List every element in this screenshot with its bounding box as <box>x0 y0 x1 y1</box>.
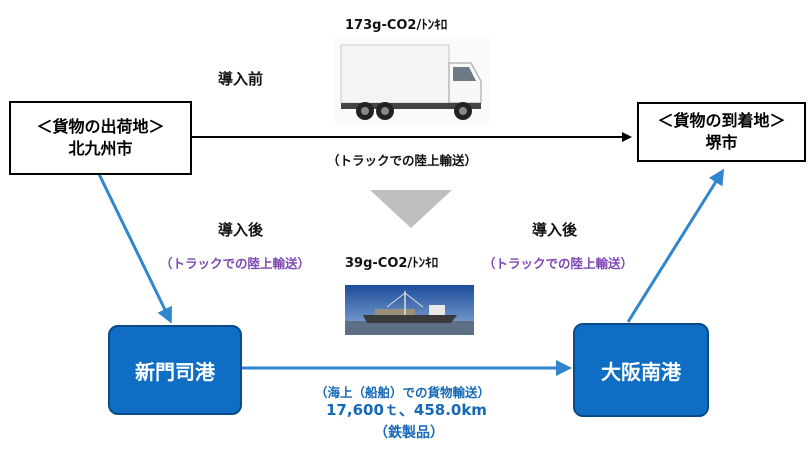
before-label: 導入前 <box>218 70 264 88</box>
origin-port-label: 新門司港 <box>135 359 215 384</box>
sea-mode: （海上（船舶）での貨物輸送） <box>315 385 491 400</box>
before-mode: （トラックでの陸上輸送） <box>327 153 478 168</box>
truck-to-port-arrow <box>97 173 172 324</box>
before-after-down-arrow <box>370 190 452 228</box>
origin-port-box: 新門司港 <box>108 325 242 415</box>
emission-after: 39g-CO2/ﾄﾝｷﾛ <box>345 256 439 271</box>
port-to-destination-arrow <box>626 168 725 323</box>
ship-image <box>345 285 474 335</box>
origin-city: 北九州市 <box>68 139 133 158</box>
sea-volume: 17,600ｔ、458.0km <box>326 401 487 419</box>
destination-port-label: 大阪南港 <box>601 359 681 384</box>
origin-title: ＜貨物の出荷地＞ <box>36 117 165 136</box>
after-mode-left: （トラックでの陸上輸送） <box>160 256 311 271</box>
destination-title: ＜貨物の到着地＞ <box>657 111 786 130</box>
destination-port-box: 大阪南港 <box>573 323 709 417</box>
after-label-left: 導入後 <box>218 221 264 239</box>
sea-cargo: （鉄製品） <box>374 425 444 441</box>
destination-city: 堺市 <box>705 133 738 152</box>
after-label-right: 導入後 <box>532 221 578 239</box>
truck-image <box>335 37 489 125</box>
after-mode-right: （トラックでの陸上輸送） <box>483 256 634 271</box>
emission-before: 173g-CO2/ﾄﾝｷﾛ <box>345 18 448 33</box>
origin-box: ＜貨物の出荷地＞ 北九州市 <box>9 101 192 175</box>
destination-box: ＜貨物の到着地＞ 堺市 <box>637 102 806 162</box>
